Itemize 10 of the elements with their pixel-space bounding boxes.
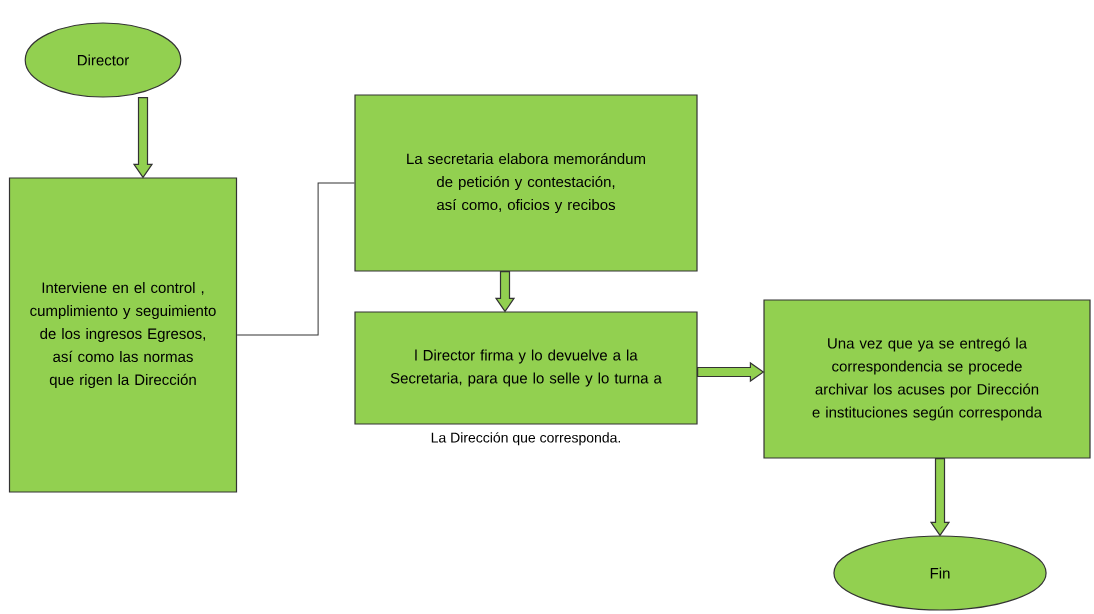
process-box: Una vez que ya se entregó la correspondencia se procede archivar los acuses por Dirección e instituciones según corresponda xyxy=(763,299,1091,459)
block-arrow xyxy=(132,97,154,179)
node-caption: La Dirección que corresponda. xyxy=(431,432,620,446)
block-arrow xyxy=(494,271,516,313)
block-arrow xyxy=(929,458,951,537)
connector-line xyxy=(236,182,355,336)
block-arrow xyxy=(697,361,765,383)
process-box: Interviene en el control , cumplimiento y seguimiento de los ingresos Egresos, así como las normas que rigen la Dirección xyxy=(8,177,238,493)
process-box: l Director firma y lo devuelve a la Secretaria, para que lo selle y lo turna a xyxy=(354,311,698,425)
process-box: La secretaria elabora memorándum de petición y contestación, así como, oficios y recibos xyxy=(354,94,698,272)
